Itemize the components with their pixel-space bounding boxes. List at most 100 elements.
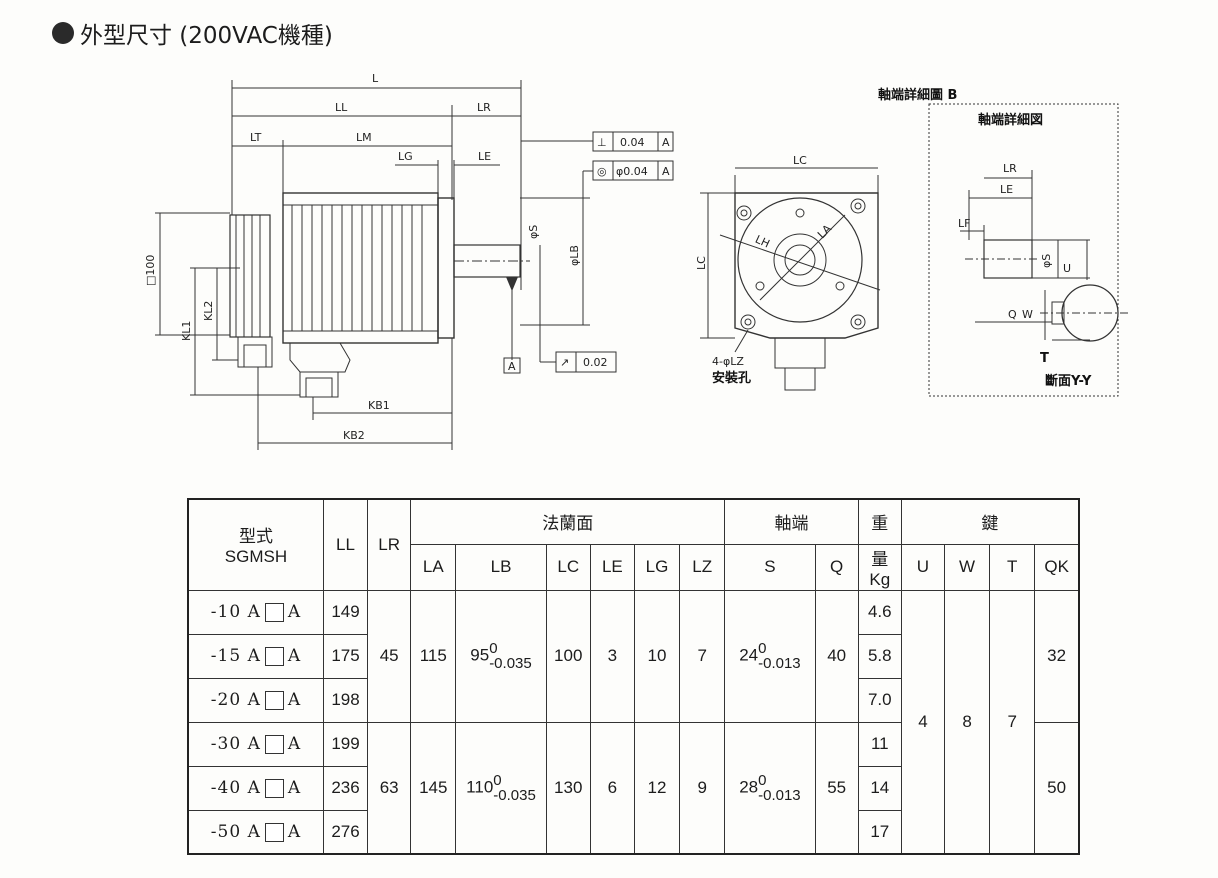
dim-sq100: □100 [144, 255, 157, 286]
dim-S: φS [527, 225, 540, 239]
detail-dim-LR: LR [1003, 162, 1017, 175]
kg-cell: 4.6 [857, 589, 902, 635]
section-heading: 外型尺寸 (200VAC機種) [52, 16, 333, 50]
LG-cell: 10 [633, 589, 681, 723]
LE-cell: 6 [589, 721, 635, 855]
holes-jp-label: 安裝孔 [712, 370, 751, 386]
detail-dim-U: U [1063, 262, 1071, 275]
dim-LR: LR [477, 101, 491, 114]
kg-cell: 14 [857, 765, 902, 811]
perp-symbol: ⊥ [597, 136, 607, 149]
LE-cell: 3 [589, 589, 635, 723]
side-dim-labels: L LL LR LT LM LG LE φS φLB □100 KL1 KL2 … [144, 72, 670, 442]
bullet-icon [52, 22, 74, 44]
W-cell: 8 [943, 589, 991, 855]
header-LR: LR [367, 498, 412, 591]
header-S: S [724, 543, 816, 591]
placeholder-box [264, 779, 284, 798]
motor-side-view [229, 192, 530, 398]
perp-value: 0.04 [620, 136, 645, 149]
spec-table: 型式 SGMSH LL LR 法蘭面 軸端 重 鍵 LA LB LC LE LG… [187, 498, 1080, 855]
header-LZ: LZ [679, 543, 726, 591]
detail-dim-W: W [1022, 308, 1033, 321]
LZ-cell: 9 [679, 721, 726, 855]
conc-value: φ0.04 [616, 165, 648, 178]
dim-L: L [372, 72, 379, 85]
header-Q: Q [814, 543, 859, 591]
detail-b-label: 軸端詳細圖 B [878, 87, 957, 103]
placeholder-box [264, 691, 284, 710]
dim-LC-top: LC [793, 154, 807, 167]
LL-cell: 276 [322, 809, 369, 855]
placeholder-box [264, 647, 284, 666]
side-dimensions [155, 80, 674, 450]
LA-cell: 115 [410, 589, 457, 723]
header-LE: LE [589, 543, 635, 591]
LL-cell: 199 [322, 721, 369, 767]
header-LA: LA [410, 543, 457, 591]
header-QK: QK [1034, 543, 1080, 591]
header-key: 鍵 [900, 498, 1080, 545]
dim-KB1: KB1 [368, 399, 390, 412]
header-LL: LL [322, 498, 369, 591]
kg-cell: 7.0 [857, 677, 902, 723]
placeholder-box [264, 735, 284, 754]
header-weight: 重 [857, 498, 902, 545]
dim-LL: LL [335, 101, 348, 114]
header-flange: 法蘭面 [410, 498, 726, 545]
detail-labels: 軸端詳細圖 B 軸端詳細図 LR LE LF φS U Q W T 斷面Y-Y [878, 87, 1092, 389]
detail-dim-LF: LF [958, 217, 970, 230]
header-kg: 量 Kg [857, 543, 902, 591]
runout-value: 0.02 [583, 356, 608, 369]
dim-KL1: KL1 [180, 321, 193, 341]
kg-cell: 17 [857, 809, 902, 855]
header-U: U [900, 543, 946, 591]
header-shaft: 軸端 [724, 498, 859, 545]
header-LC: LC [545, 543, 591, 591]
shaft-detail [928, 103, 1130, 397]
LZ-cell: 7 [679, 589, 726, 723]
LL-cell: 175 [322, 633, 369, 679]
LG-cell: 12 [633, 721, 681, 855]
heading-title: 外型尺寸 (200VAC機種) [80, 23, 333, 49]
Q-cell: 55 [814, 721, 859, 855]
detail-title: 軸端詳細図 [978, 112, 1043, 128]
placeholder-box [264, 603, 284, 622]
dim-LC-side: LC [695, 256, 708, 270]
LR-cell: 45 [367, 589, 412, 723]
section-label: 斷面Y-Y [1045, 373, 1092, 389]
dim-LM: LM [356, 131, 372, 144]
header-LG: LG [633, 543, 681, 591]
header-W: W [943, 543, 991, 591]
kg-cell: 11 [857, 721, 902, 767]
QK-cell: 50 [1034, 721, 1080, 855]
dim-LE: LE [478, 150, 491, 163]
LC-cell: 100 [545, 589, 591, 723]
kg-cell: 5.8 [857, 633, 902, 679]
header-T: T [989, 543, 1036, 591]
LL-cell: 236 [322, 765, 369, 811]
placeholder-box [264, 822, 284, 842]
LL-cell: 149 [322, 589, 369, 635]
LA-cell: 145 [410, 721, 457, 855]
U-cell: 4 [900, 589, 946, 855]
detail-dim-S: φS [1040, 254, 1053, 268]
detail-dim-LE: LE [1000, 183, 1013, 196]
dim-KL2: KL2 [202, 301, 215, 321]
runout-symbol: ↗ [560, 356, 569, 369]
dim-KB2: KB2 [343, 429, 365, 442]
dim-LH: LH [753, 233, 772, 251]
dimension-drawing: L LL LR LT LM LG LE φS φLB □100 KL1 KL2 … [144, 72, 1130, 450]
